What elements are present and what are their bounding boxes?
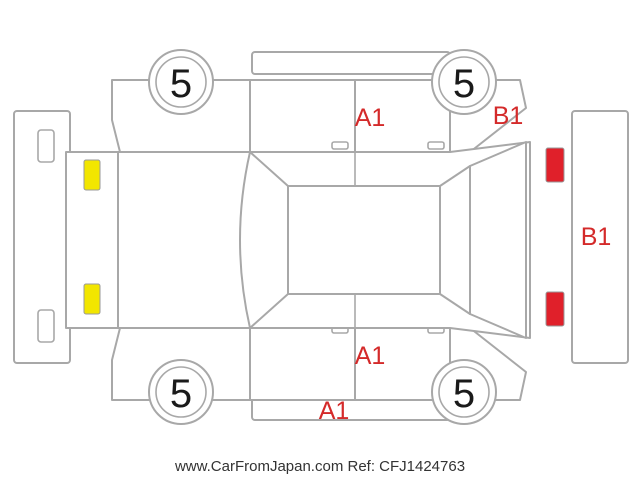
rear-right-taillight <box>545 291 565 327</box>
taillights <box>545 147 565 327</box>
damage-mark-left-door: A1 <box>355 104 386 132</box>
left-side-panels <box>111 51 527 153</box>
tire-front-right-value: 5 <box>170 372 192 416</box>
damage-mark-right-door: A1 <box>355 342 386 370</box>
watermark-text: www.CarFromJapan.com Ref: CFJ1424763 <box>174 458 466 475</box>
front-bumper <box>13 110 71 364</box>
tire-rear-left: 5 <box>431 49 497 115</box>
damage-mark-left-rear-fender: B1 <box>493 102 524 130</box>
tire-front-right: 5 <box>148 359 214 425</box>
tire-front-left: 5 <box>148 49 214 115</box>
headlights <box>83 159 101 315</box>
damage-mark-right-sill: A1 <box>319 397 350 425</box>
front-left-headlight <box>83 159 101 191</box>
tire-rear-right: 5 <box>431 359 497 425</box>
rear-left-taillight <box>545 147 565 183</box>
rear-bumper <box>571 110 629 364</box>
tire-rear-left-value: 5 <box>453 62 475 106</box>
tire-rear-right-value: 5 <box>453 372 475 416</box>
car-body <box>65 141 531 339</box>
damage-mark-rear-bumper: B1 <box>581 223 612 251</box>
tire-front-left-value: 5 <box>170 62 192 106</box>
front-right-headlight <box>83 283 101 315</box>
